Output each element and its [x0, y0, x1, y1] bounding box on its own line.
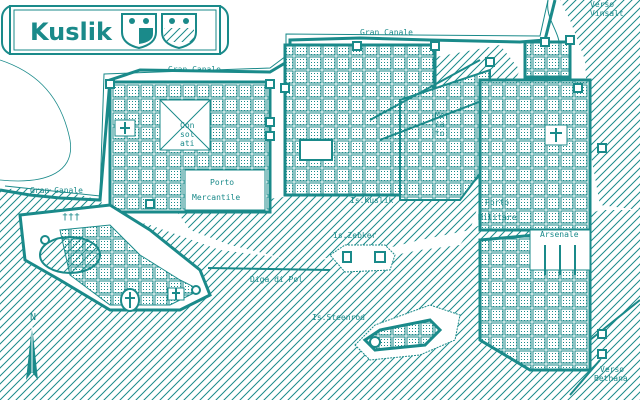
tower-west [40, 235, 50, 245]
label-is-zebker: Is.Zebker [333, 231, 377, 240]
compass-north: N [30, 312, 36, 323]
northeast-fort [523, 40, 572, 79]
label-porto-mercantile-1: Porto [210, 178, 234, 187]
map-title: Kuslik [30, 18, 113, 46]
shield-icon [161, 13, 197, 50]
diga-di-pol [207, 267, 331, 271]
east-district [478, 78, 592, 232]
label-verso: Verso [600, 365, 624, 374]
label-diga-di-pol: Diga di Pol [250, 275, 303, 284]
label-porto-militare-1: Porto [485, 198, 509, 207]
northeast-water [560, 0, 640, 210]
label-mercato-2: ca [435, 120, 445, 129]
title-cartouche: Kuslik [1, 5, 229, 55]
gran-canale-outer [4, 0, 549, 197]
consolati-diagonals [159, 99, 211, 151]
gran-canale [0, 0, 557, 202]
fort-markers [105, 35, 607, 359]
label-mercato-3: to [435, 129, 445, 138]
label-mercato-1: Mer [435, 111, 450, 120]
label-is-steenrod: Is.Steenrod [312, 313, 365, 322]
label-porto-mercantile-2: Mercantile [192, 193, 240, 202]
porto-mercantile [184, 169, 266, 211]
tower-east [191, 285, 201, 295]
steenrod-fort [362, 318, 443, 352]
crosses: ††† [62, 212, 80, 223]
label-gran-canale: Gran Canale [360, 28, 413, 37]
label-is-kuslik: Is.Kuslik [350, 196, 394, 205]
shore-left [0, 59, 72, 182]
north-square [299, 139, 333, 161]
mercato-area [399, 68, 491, 201]
label-verso: Verso [590, 0, 614, 9]
label-gran-canale: Gran Canale [30, 186, 83, 195]
label-consolati-1: Con [180, 121, 195, 130]
shield-icon [121, 13, 157, 50]
west-island-bay [39, 236, 101, 274]
label-vinsalt: Vinsalt [590, 9, 624, 18]
label-bethana: Bethana [594, 374, 628, 383]
compass-icon: N [26, 312, 38, 380]
label-porto-militare-2: Militare [478, 213, 517, 222]
label-arsenale: Arsenale [540, 230, 579, 239]
label-gran-canale: Gran Canale [168, 65, 221, 74]
label-consolati-2: sol [180, 130, 195, 139]
label-consolati-3: ati [180, 139, 195, 148]
